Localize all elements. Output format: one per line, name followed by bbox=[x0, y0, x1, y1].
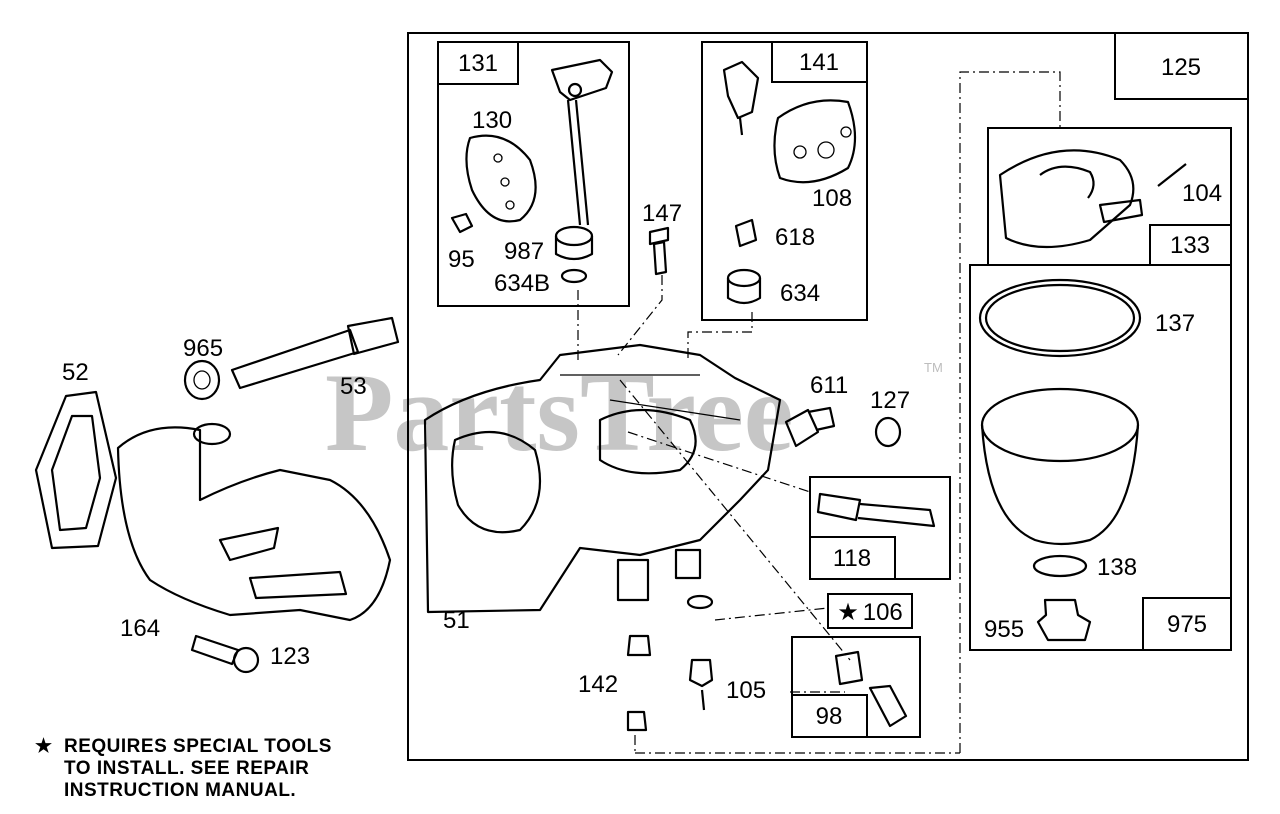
part-611-label: 611 bbox=[810, 372, 848, 399]
part-127-label: 127 bbox=[870, 387, 910, 414]
note-line-3: INSTRUCTION MANUAL. bbox=[64, 780, 296, 801]
part-108-label: 108 bbox=[812, 185, 852, 212]
part-127-drawing bbox=[874, 416, 902, 448]
assembly-frame bbox=[407, 32, 1249, 761]
subassembly-133-number: 133 bbox=[1170, 232, 1210, 259]
subassembly-98-tag bbox=[791, 694, 868, 738]
note-star-icon: ★ bbox=[35, 736, 53, 757]
subassembly-141-tag bbox=[771, 41, 868, 83]
float-drawing bbox=[998, 149, 1187, 249]
subassembly-131-frame bbox=[437, 41, 630, 307]
subassembly-98-number: 98 bbox=[816, 703, 843, 730]
part-142-drawing bbox=[626, 634, 652, 732]
subassembly-118-tag bbox=[809, 536, 896, 580]
leader-line-141 bbox=[687, 312, 753, 362]
part-142-label: 142 bbox=[578, 671, 618, 698]
leader-line-98 bbox=[619, 379, 851, 661]
subassembly-106-number: ★106 bbox=[837, 599, 903, 626]
subassembly-975-number: 975 bbox=[1167, 611, 1207, 638]
leader-line-106 bbox=[714, 607, 829, 621]
idle-mixture-screw-drawing bbox=[816, 492, 936, 528]
part-987-label: 987 bbox=[504, 238, 544, 265]
part-164-label: 164 bbox=[120, 615, 160, 642]
part-164-intake-drawing bbox=[116, 422, 392, 622]
part-105-drawing bbox=[686, 594, 714, 711]
part-52-label: 52 bbox=[62, 359, 89, 386]
note-line-2: TO INSTALL. SEE REPAIR bbox=[64, 758, 309, 779]
throttle-shaft-lever-drawing bbox=[450, 58, 614, 284]
part-138-label: 138 bbox=[1097, 554, 1137, 581]
part-955-label: 955 bbox=[984, 616, 1024, 643]
part-137-label: 137 bbox=[1155, 310, 1195, 337]
carburetor-body-drawing bbox=[423, 343, 782, 614]
watermark-tm: TM bbox=[924, 360, 943, 375]
leader-line-118 bbox=[627, 431, 811, 493]
part-52-gasket-drawing bbox=[34, 390, 118, 550]
part-611-drawing bbox=[784, 406, 836, 448]
part-965-drawing bbox=[183, 359, 221, 401]
part-95-label: 95 bbox=[448, 246, 475, 273]
subassembly-975-frame bbox=[969, 264, 1232, 651]
part-147-label: 147 bbox=[642, 200, 682, 227]
main-jet-screw-drawing bbox=[834, 650, 908, 728]
leader-line-125 bbox=[959, 71, 1061, 753]
watermark: PartsTree bbox=[325, 351, 794, 475]
subassembly-106-tag bbox=[827, 593, 913, 629]
part-634b-label: 634B bbox=[494, 270, 550, 297]
part-104-label: 104 bbox=[1182, 180, 1222, 207]
assembly-number: 125 bbox=[1161, 54, 1201, 81]
part-53-drawing bbox=[230, 316, 400, 390]
subassembly-131-number: 131 bbox=[458, 50, 498, 77]
subassembly-141-number: 141 bbox=[799, 49, 839, 76]
part-51-label: 51 bbox=[443, 607, 470, 634]
leader-line-147 bbox=[617, 275, 663, 356]
subassembly-118-number: 118 bbox=[833, 545, 871, 572]
subassembly-975-tag bbox=[1142, 597, 1232, 651]
subassembly-131-tag bbox=[437, 41, 519, 85]
part-105-label: 105 bbox=[726, 677, 766, 704]
part-147-drawing bbox=[648, 226, 670, 276]
part-53-label: 53 bbox=[340, 373, 367, 400]
part-123-label: 123 bbox=[270, 643, 310, 670]
special-tool-star-icon: ★ bbox=[837, 599, 859, 626]
part-618-label: 618 bbox=[775, 224, 815, 251]
fuel-bowl-drawing bbox=[978, 278, 1142, 642]
note-line-1: REQUIRES SPECIAL TOOLS bbox=[64, 736, 332, 757]
part-130-label: 130 bbox=[472, 107, 512, 134]
part-634-label: 634 bbox=[780, 280, 820, 307]
part-965-label: 965 bbox=[183, 335, 223, 362]
assembly-number-box bbox=[1114, 32, 1249, 100]
part-123-screw-drawing bbox=[190, 634, 260, 674]
choke-shaft-drawing bbox=[722, 60, 857, 305]
